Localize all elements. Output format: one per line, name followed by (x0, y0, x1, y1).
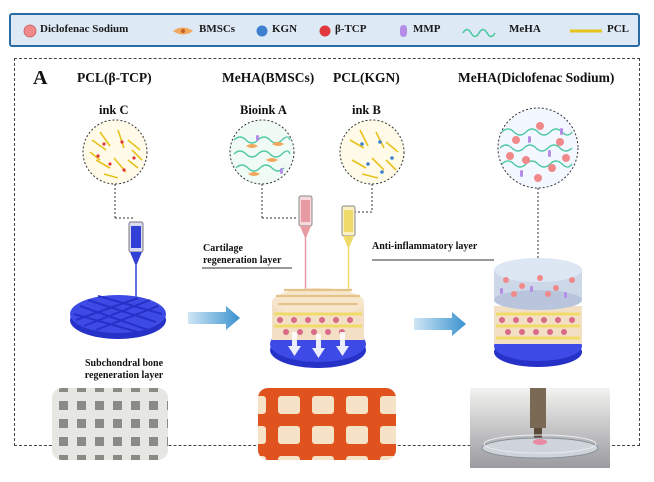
legend-label-mmp: MMP (413, 23, 441, 35)
legend-label-diclofenac: Diclofenac Sodium (40, 23, 129, 35)
anti-inflammatory-layer-label: Anti-inflammatory layer (372, 241, 478, 252)
header-meha-bmscs: MeHA(BMSCs) (222, 70, 315, 85)
red-dot-icon (319, 25, 331, 37)
scaffold-full-three-layer (494, 258, 582, 367)
syringe-ink-b (341, 205, 356, 292)
legend-icons (23, 24, 602, 38)
spindle-cell-icon (173, 27, 193, 35)
cartilage-layer-label: Cartilage regeneration layer (203, 243, 282, 266)
photo-bioprinter-dish (470, 388, 610, 468)
legend-bar: Diclofenac Sodium BMSCs KGN β-TCP MMP Me… (9, 13, 640, 47)
ink-b-label: ink B (352, 103, 381, 117)
legend-label-bmscs: BMSCs (199, 23, 236, 35)
photo-printed-layers (258, 388, 396, 460)
arrow-right-2 (414, 312, 466, 336)
blue-dot-icon (256, 25, 268, 37)
header-pcl-kgn: PCL(KGN) (333, 70, 400, 85)
syringe-ink-c (128, 221, 144, 298)
header-pcl-btcp: PCL(β-TCP) (77, 70, 152, 85)
legend-label-meha: MeHA (509, 23, 541, 35)
scaffold-cartilage (270, 288, 366, 368)
zoom-circle-ink-c (82, 119, 148, 185)
zoom-circle-meha-diclofenac (497, 107, 579, 189)
syringe-bioink-a (298, 195, 313, 290)
ink-c-label: ink C (99, 103, 129, 117)
wave-line-icon (462, 28, 496, 38)
bioink-a-label: Bioink A (240, 103, 287, 117)
legend-label-btcp: β-TCP (335, 23, 367, 35)
header-meha-diclofenac: MeHA(Diclofenac Sodium) (458, 70, 615, 85)
photo-grid-scaffold (52, 388, 168, 460)
legend-label-kgn: KGN (272, 23, 298, 35)
scaffold-subchondral-bone (70, 295, 166, 339)
subchondral-layer-label: Subchondral bone regeneration layer (84, 358, 164, 381)
purple-capsule-icon (400, 25, 407, 37)
panel-letter: A (33, 67, 48, 89)
pink-sphere-icon (23, 24, 37, 38)
legend-label-pcl: PCL (607, 23, 629, 35)
zoom-circle-ink-b (339, 119, 405, 185)
zoom-circle-bioink-a (229, 119, 295, 185)
arrow-right-1 (188, 306, 240, 330)
